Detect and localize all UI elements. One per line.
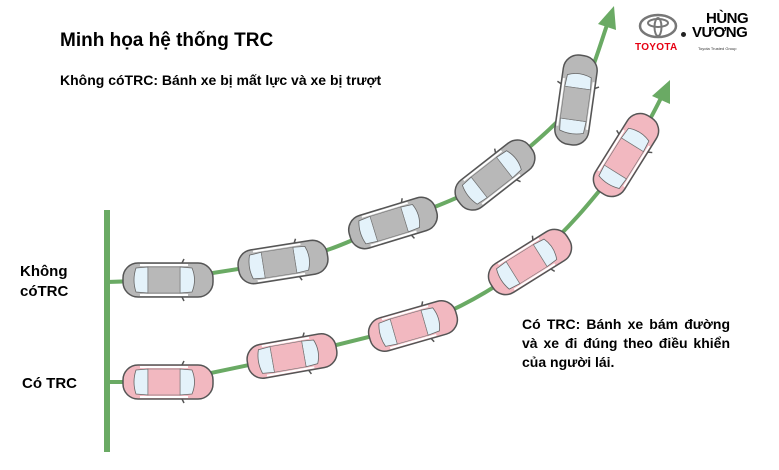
label-without-trc: Không cóTRC [20,263,69,300]
label-with-trc: Có TRC [22,375,77,392]
car-without-trc [347,196,439,250]
car-with-trc [487,228,573,296]
car-without-trc [454,139,536,211]
toyota-emblem-icon [638,13,678,39]
car-without-trc [554,54,600,146]
car-without-trc [122,258,214,302]
separator-dot [681,32,686,37]
car-with-trc [122,360,214,404]
car-with-trc [592,112,660,198]
subtitle: Không cóTRC: Bánh xe bị mất lực và xe bị… [60,72,382,88]
arrow-head-with-trc [652,80,670,104]
car-with-trc [246,332,338,379]
car-without-trc [237,238,329,285]
arrow-head-without-trc [598,6,616,30]
with-trc-description: Có TRC: Bánh xe bám đường và xe đi đúng … [522,316,730,370]
page-title: Minh họa hệ thống TRC [60,30,274,51]
car-with-trc [367,300,459,352]
toyota-wordmark: TOYOTA [635,42,678,53]
dealer-tagline: Toyota Trusted Group [698,46,737,51]
